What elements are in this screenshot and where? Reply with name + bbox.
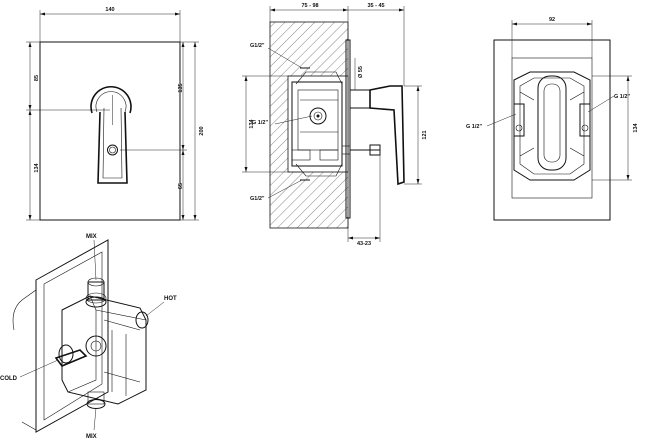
side-thread-middle: G 1/2" <box>252 120 268 126</box>
front-lever-handle <box>90 86 132 184</box>
back-valve-body <box>513 71 591 181</box>
back-height-dim: 134 <box>633 122 639 132</box>
front-center-lower-dim: 65 <box>178 183 184 189</box>
side-thread-top: G1/2" <box>250 43 265 49</box>
back-thread-right: G 1/2" <box>614 94 630 100</box>
back-view: 92 134 G 1/2" G 1/2" <box>466 17 639 221</box>
side-height-dim: 134 <box>249 118 255 128</box>
iso-view: MIX HOT COLD MIX <box>0 234 177 440</box>
front-lower-dim: 134 <box>34 162 40 172</box>
side-depth-dim: 75 - 98 <box>301 3 318 9</box>
iso-label-mix-top: MIX <box>86 234 97 240</box>
iso-valve-body <box>54 277 149 409</box>
front-upper-dim: 85 <box>34 75 40 81</box>
back-width-dim: 92 <box>549 17 555 23</box>
back-cover-plate <box>493 39 611 221</box>
front-width-dim: 140 <box>105 7 114 13</box>
side-protrusion-dim: 43-23 <box>357 241 371 247</box>
front-cover-plate <box>39 41 181 221</box>
side-handle <box>341 85 405 186</box>
back-thread-left: G 1/2" <box>466 124 482 130</box>
front-view: 140 85 134 200 135 65 <box>26 7 205 221</box>
front-center-upper-dim: 135 <box>178 83 184 92</box>
side-thread-bottom: G1/2" <box>250 196 265 202</box>
iso-label-mix-bottom: MIX <box>86 434 97 440</box>
side-diameter-dim: Ø 55 <box>358 66 364 78</box>
side-projection-dim: 35 - 45 <box>367 3 384 9</box>
side-offset-dim: 121 <box>422 130 428 139</box>
side-view: 75 - 98 35 - 45 Ø 55 G1/2" G 1/2" G1/2" … <box>242 3 428 247</box>
iso-label-hot: HOT <box>164 296 177 302</box>
iso-label-cold: COLD <box>0 376 18 382</box>
front-total-height-dim: 200 <box>199 126 205 135</box>
